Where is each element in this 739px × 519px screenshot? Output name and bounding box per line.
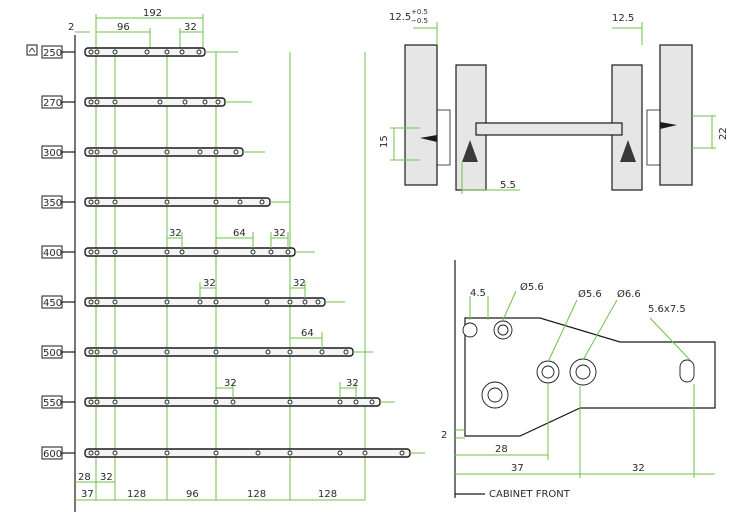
offset-label: 5.5 [500, 180, 516, 191]
height-right-label: 22 [718, 127, 729, 140]
rail-length-label: 350 [43, 198, 62, 209]
detail-dim-32: 32 [632, 463, 645, 474]
detail-dim-4-5: 4.5 [470, 288, 486, 299]
dim-550-32b: 32 [346, 378, 359, 389]
right-runner [646, 109, 660, 166]
dim-bottom-128b: 128 [247, 489, 266, 500]
left-gap-label: 12.5 [389, 12, 411, 23]
left-runner [437, 109, 451, 166]
rail-length-label: 270 [43, 98, 62, 109]
right-drawer-screw-icon [620, 140, 636, 162]
left-drawer-screw-icon [462, 140, 478, 162]
dim-bottom-128c: 128 [318, 489, 337, 500]
dim-450-32a: 32 [203, 278, 216, 289]
detail-dim-28: 28 [495, 444, 508, 455]
dim-top-192: 192 [143, 8, 162, 19]
rail-row-400: 400 [41, 245, 315, 259]
left-gap-tol-minus: −0.5 [411, 17, 428, 25]
rail-length-label: 300 [43, 148, 62, 159]
cabinet-front-label: CABINET FRONT [489, 489, 571, 500]
cross-section-view: 12.5 +0.5 −0.5 12.5 15 22 5.5 [379, 8, 729, 194]
detail-dim-2: 2 [441, 430, 447, 441]
dim-550-32a: 32 [224, 378, 237, 389]
detail-dim-37: 37 [511, 463, 524, 474]
rail-length-label: 500 [43, 348, 62, 359]
dim-bottom-37: 37 [81, 489, 94, 500]
rail-row-550: 550 [41, 395, 395, 409]
dim-bottom-96: 96 [186, 489, 199, 500]
rail-row-300: 300 [41, 145, 265, 159]
dim-bottom-128a: 128 [127, 489, 146, 500]
left-cabinet-side [404, 44, 438, 186]
right-cabinet-side [659, 44, 693, 186]
dim-bottom-28: 28 [78, 472, 91, 483]
rail-row-450: 450 [41, 295, 345, 309]
rail-length-label: 450 [43, 298, 62, 309]
rail-rows: 250 270 300 [41, 45, 425, 460]
height-left-label: 15 [379, 135, 390, 148]
rail-row-600: 600 [41, 446, 425, 460]
dim-400-32b: 32 [273, 228, 286, 239]
left-gap-tol-plus: +0.5 [411, 8, 428, 16]
rail-row-500: 500 [41, 345, 373, 359]
guide-lines [95, 52, 366, 500]
detail-dim-5-6x7-5: 5.6x7.5 [648, 304, 686, 315]
rail-length-label: 600 [43, 449, 62, 460]
rail-row-350: 350 [41, 195, 290, 209]
dim-400-64: 64 [233, 228, 246, 239]
rail-length-label: 550 [43, 398, 62, 409]
hole-spacing-dimensions: 32 64 32 32 32 64 32 32 [167, 228, 359, 398]
dim-bottom-32: 32 [100, 472, 113, 483]
rail-length-label: 250 [43, 48, 62, 59]
bottom-dimensions: 28 32 37 128 96 128 128 [75, 470, 365, 501]
runner-outline [464, 317, 716, 437]
dim-500-64: 64 [301, 328, 314, 339]
dim-top-96: 96 [117, 22, 130, 33]
rail-row-270: 270 [41, 95, 252, 109]
detail-dim-d6-6: Ø6.6 [617, 288, 641, 300]
top-dimensions: 2 96 192 32 [68, 8, 204, 52]
right-screw-icon [660, 122, 677, 129]
caret-up-icon[interactable] [26, 44, 38, 56]
detail-dim-d5-6a: Ø5.6 [520, 281, 544, 293]
rail-length-label: 400 [43, 248, 62, 259]
detail-view: 4.5 Ø5.6 Ø5.6 Ø6.6 5.6x7.5 2 28 37 32 CA… [441, 260, 716, 500]
detail-dim-d5-6b: Ø5.6 [578, 288, 602, 300]
left-screw-icon [420, 135, 437, 142]
rail-row-250: 250 [41, 45, 238, 59]
rail-length-chart: 2 96 192 32 250 [26, 8, 425, 512]
right-gap-label: 12.5 [612, 13, 634, 24]
drawer-bottom [475, 122, 623, 136]
dim-450-32b: 32 [293, 278, 306, 289]
dim-top-2: 2 [68, 22, 74, 33]
dim-top-32: 32 [184, 22, 197, 33]
dim-400-32a: 32 [169, 228, 182, 239]
